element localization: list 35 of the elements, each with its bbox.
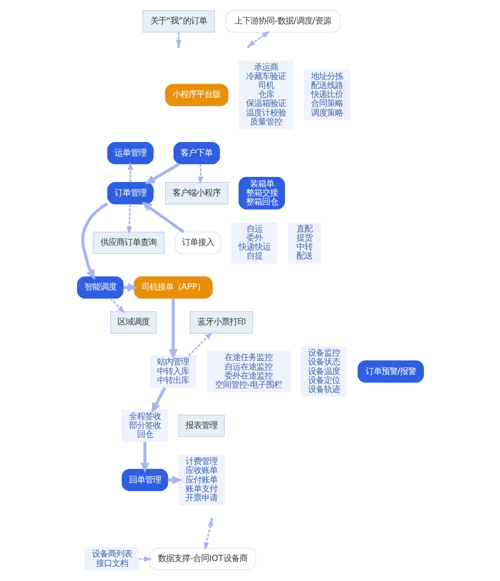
node-box: 报表管理 [178, 414, 224, 437]
node-box: 客户端小程序 [164, 182, 228, 204]
node-box: 设备商列表 接口文档 [84, 547, 139, 571]
arrow [138, 556, 152, 562]
node-box: 站内管理 中转入库 中转出库 [150, 355, 196, 388]
arrow [246, 31, 270, 47]
node-box: 客户下单 [173, 142, 220, 164]
arrow [188, 332, 212, 356]
node-box: 回单管理 [121, 468, 168, 492]
arrow [126, 204, 132, 234]
node-box: 区域调度 [110, 311, 156, 334]
arrow [140, 442, 149, 473]
node-box: 小程序平台版 [164, 84, 228, 106]
node-box: 全程签收 部分签收 回仓 [121, 410, 168, 442]
node-box: 上下游协同-数据/调度/资源 [224, 10, 340, 33]
arrow [141, 202, 184, 234]
node-box: 蓝牙小票打印 [189, 311, 253, 334]
node-box: 订单接入 [174, 232, 221, 254]
node-box: 订单管理 [106, 182, 154, 204]
arrow [80, 202, 108, 280]
arrow [150, 387, 166, 413]
node-box: 计费管理 应收账单 应付账单 账单支付 开票申请 [178, 454, 224, 506]
node-box: 关于“我”的订单 [142, 10, 214, 33]
arrow [198, 164, 203, 184]
node-box: 供应商订单查询 [92, 232, 164, 254]
node-box: 数据支撑-合同IOT设备商 [148, 548, 256, 570]
arrow [109, 298, 124, 314]
node-box: 智能调度 [76, 276, 123, 299]
node-box: 订单预警/报警 [357, 360, 424, 383]
node-box: 运单管理 [106, 142, 154, 164]
node-box: 装箱单 整箱交接 整箱回仓 [238, 176, 284, 210]
arrow [144, 162, 180, 184]
arrow [168, 298, 178, 360]
arrow [127, 162, 133, 182]
node-box: 司机接单（APP） [133, 276, 212, 299]
